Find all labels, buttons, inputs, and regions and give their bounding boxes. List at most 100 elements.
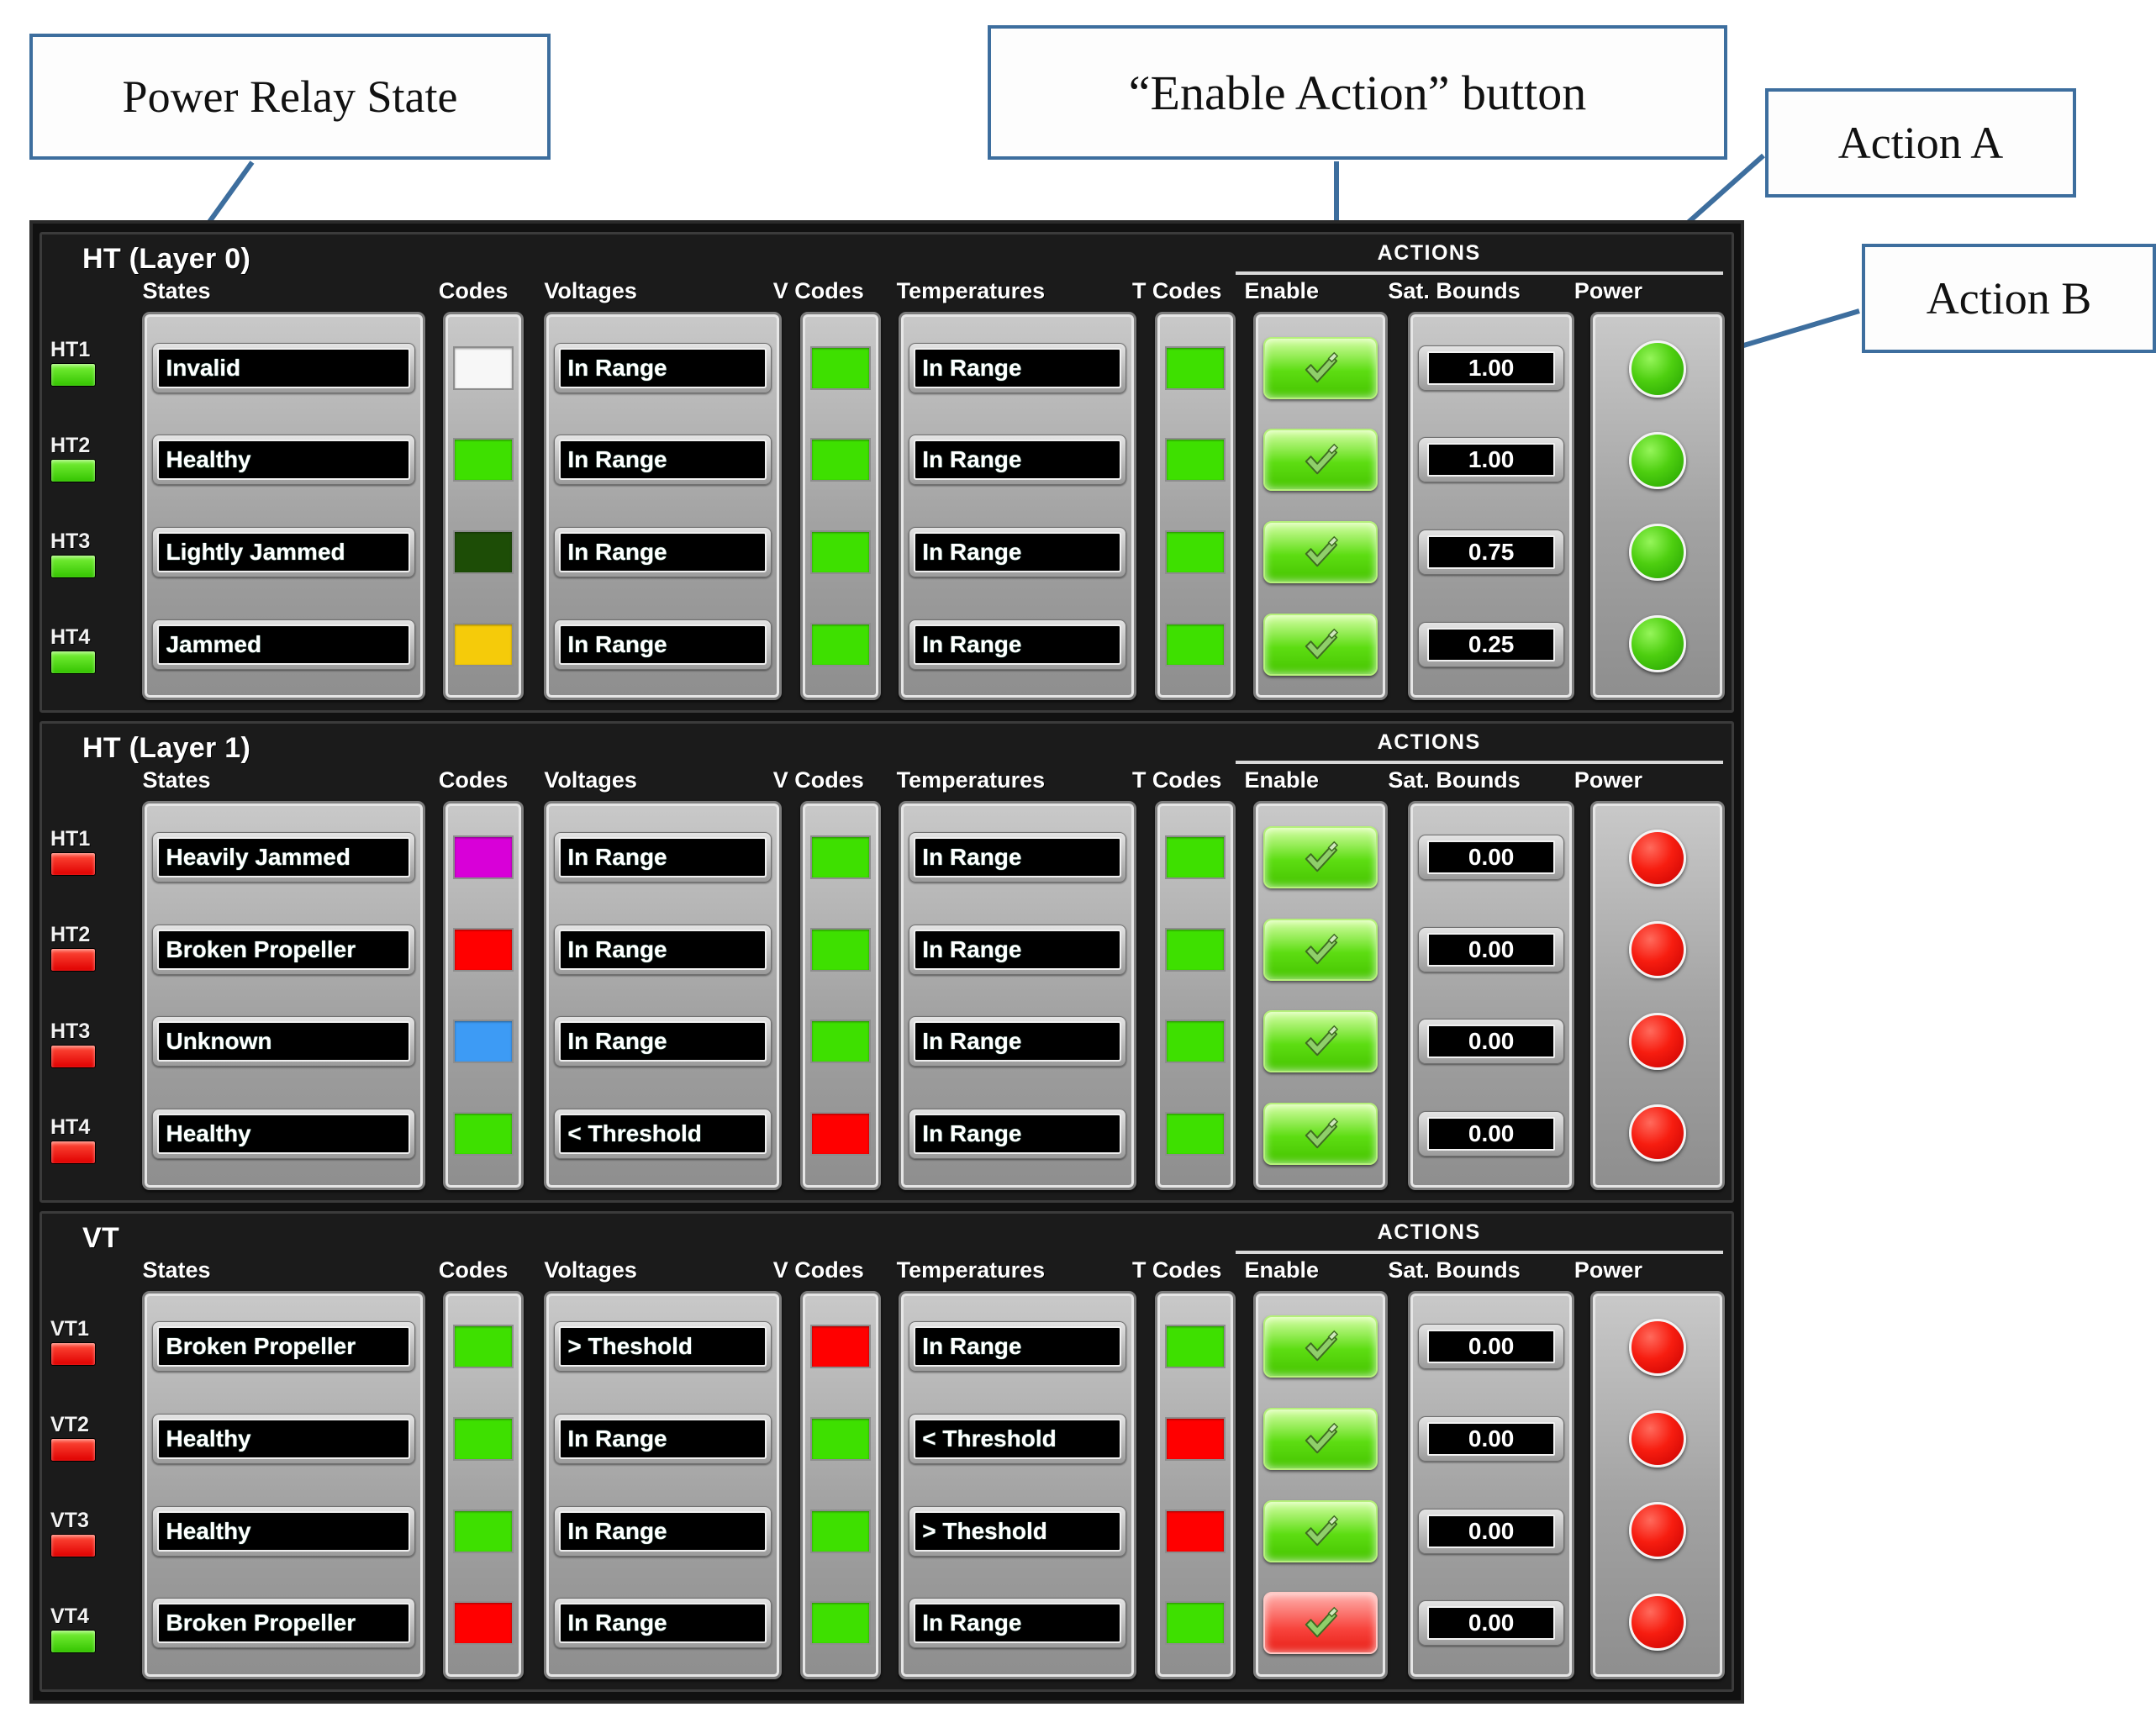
voltage-value: < Threshold xyxy=(559,1113,767,1154)
actions-group-label: ACTIONS xyxy=(1377,730,1481,755)
column-header-states: States xyxy=(142,1257,211,1283)
temperature-readout[interactable]: < Threshold xyxy=(909,1414,1127,1465)
enable-action-button[interactable] xyxy=(1263,1592,1378,1655)
sat-bound-field[interactable]: 0.00 xyxy=(1418,1416,1564,1462)
temperature-readout[interactable]: In Range xyxy=(909,832,1127,883)
state-readout[interactable]: Healthy xyxy=(152,1108,415,1159)
enable-action-button[interactable] xyxy=(1263,520,1378,583)
state-readout[interactable]: Unknown xyxy=(152,1016,415,1067)
power-indicator-lamp xyxy=(1628,1319,1686,1377)
power-relay-state-led xyxy=(50,1533,96,1557)
state-readout[interactable]: Healthy xyxy=(152,1505,415,1557)
voltage-readout[interactable]: In Range xyxy=(554,619,772,670)
voltage-readout[interactable]: < Threshold xyxy=(554,1108,772,1159)
power-relay-state-led xyxy=(50,459,96,483)
temperature-readout[interactable]: In Range xyxy=(909,619,1127,670)
state-readout[interactable]: Broken Propeller xyxy=(152,924,415,975)
temperature-readout[interactable]: In Range xyxy=(909,1016,1127,1067)
column-header-t-codes: T Codes xyxy=(1131,278,1222,303)
enable-action-button[interactable] xyxy=(1263,1315,1378,1378)
temperature-readout[interactable]: In Range xyxy=(909,1321,1127,1373)
unit-id-cell: HT3 xyxy=(50,531,116,579)
state-readout[interactable]: Lightly Jammed xyxy=(152,526,415,577)
state-value: Heavily Jammed xyxy=(157,837,410,878)
enable-action-button[interactable] xyxy=(1263,613,1378,676)
state-readout[interactable]: Jammed xyxy=(152,619,415,670)
temperature-readout[interactable]: > Theshold xyxy=(909,1505,1127,1557)
power-relay-state-led xyxy=(50,948,96,972)
state-readout[interactable]: Healthy xyxy=(152,1414,415,1465)
code-color-swatch xyxy=(453,835,514,880)
voltages-cluster: > Theshold In Range In Range In Range xyxy=(544,1290,783,1679)
enable-action-button[interactable] xyxy=(1263,1102,1378,1165)
unit-id-cell: HT4 xyxy=(50,1116,116,1164)
temperature-readout[interactable]: In Range xyxy=(909,435,1127,486)
column-header-codes: Codes xyxy=(438,767,509,793)
unit-id-cell: HT2 xyxy=(50,435,116,483)
t-code-color-swatch xyxy=(1164,1509,1226,1553)
state-readout[interactable]: Healthy xyxy=(152,435,415,486)
code-color-swatch xyxy=(453,1020,514,1064)
sat-bound-field[interactable]: 1.00 xyxy=(1418,437,1564,483)
v-code-color-swatch xyxy=(809,1020,871,1064)
voltage-readout[interactable]: In Range xyxy=(554,1016,772,1067)
unit-id-cell: HT4 xyxy=(50,627,116,675)
enable-action-button[interactable] xyxy=(1263,336,1378,399)
state-readout[interactable]: Broken Propeller xyxy=(152,1598,415,1649)
sat-bound-field[interactable]: 1.00 xyxy=(1418,345,1564,391)
temperature-readout[interactable]: In Range xyxy=(909,526,1127,577)
voltage-readout[interactable]: In Range xyxy=(554,1598,772,1649)
sat-bound-field[interactable]: 0.00 xyxy=(1418,926,1564,972)
enable-action-button[interactable] xyxy=(1263,1408,1378,1471)
sat-bound-field[interactable]: 0.75 xyxy=(1418,529,1564,575)
codes-cluster xyxy=(443,312,525,701)
column-header-states: States xyxy=(142,278,211,303)
sat-bound-field[interactable]: 0.00 xyxy=(1418,835,1564,881)
enable-action-button[interactable] xyxy=(1263,1499,1378,1562)
unit-id-label: VT3 xyxy=(50,1508,89,1532)
temperatures-cluster: In Range < Threshold > Theshold In Range xyxy=(899,1290,1137,1679)
temperature-readout[interactable]: In Range xyxy=(909,1598,1127,1649)
sat-bound-field[interactable]: 0.25 xyxy=(1418,621,1564,667)
state-readout[interactable]: Invalid xyxy=(152,342,415,393)
state-readout[interactable]: Heavily Jammed xyxy=(152,832,415,883)
voltage-readout[interactable]: In Range xyxy=(554,435,772,486)
unit-id-label: VT1 xyxy=(50,1316,89,1341)
checkmark-icon xyxy=(1305,1606,1339,1638)
voltage-readout[interactable]: In Range xyxy=(554,342,772,393)
v-code-color-swatch xyxy=(809,530,871,574)
enable-action-button[interactable] xyxy=(1263,1010,1378,1073)
unit-id-label: VT4 xyxy=(50,1604,89,1628)
temperature-value: In Range xyxy=(914,837,1122,878)
panel-title: VT xyxy=(82,1221,120,1254)
temperature-readout[interactable]: In Range xyxy=(909,924,1127,975)
power-indicator-lamp xyxy=(1628,1502,1686,1560)
callout-power-relay-label: Power Relay State xyxy=(122,71,458,122)
temperature-readout[interactable]: In Range xyxy=(909,1108,1127,1159)
unit-id-cell: VT4 xyxy=(50,1604,116,1653)
enable-action-button[interactable] xyxy=(1263,826,1378,889)
voltage-readout[interactable]: In Range xyxy=(554,1505,772,1557)
sat-bound-field[interactable]: 0.00 xyxy=(1418,1019,1564,1065)
t-code-color-swatch xyxy=(1164,530,1226,574)
enable-action-button[interactable] xyxy=(1263,429,1378,492)
voltage-readout[interactable]: In Range xyxy=(554,1414,772,1465)
temperature-readout[interactable]: In Range xyxy=(909,342,1127,393)
unit-id-cell: VT1 xyxy=(50,1316,116,1366)
voltage-readout[interactable]: > Theshold xyxy=(554,1321,772,1373)
enable-action-button[interactable] xyxy=(1263,918,1378,981)
sat-bound-field[interactable]: 0.00 xyxy=(1418,1600,1564,1647)
voltage-value: In Range xyxy=(559,531,767,572)
sat-bound-field[interactable]: 0.00 xyxy=(1418,1110,1564,1157)
column-header-v-codes: V Codes xyxy=(772,767,864,793)
sat-bound-field[interactable]: 0.00 xyxy=(1418,1324,1564,1370)
voltage-readout[interactable]: In Range xyxy=(554,526,772,577)
voltage-readout[interactable]: In Range xyxy=(554,832,772,883)
column-header-v-codes: V Codes xyxy=(772,278,864,303)
sat-bound-field[interactable]: 0.00 xyxy=(1418,1508,1564,1554)
state-readout[interactable]: Broken Propeller xyxy=(152,1321,415,1373)
v-codes-cluster xyxy=(799,312,881,701)
voltage-readout[interactable]: In Range xyxy=(554,924,772,975)
